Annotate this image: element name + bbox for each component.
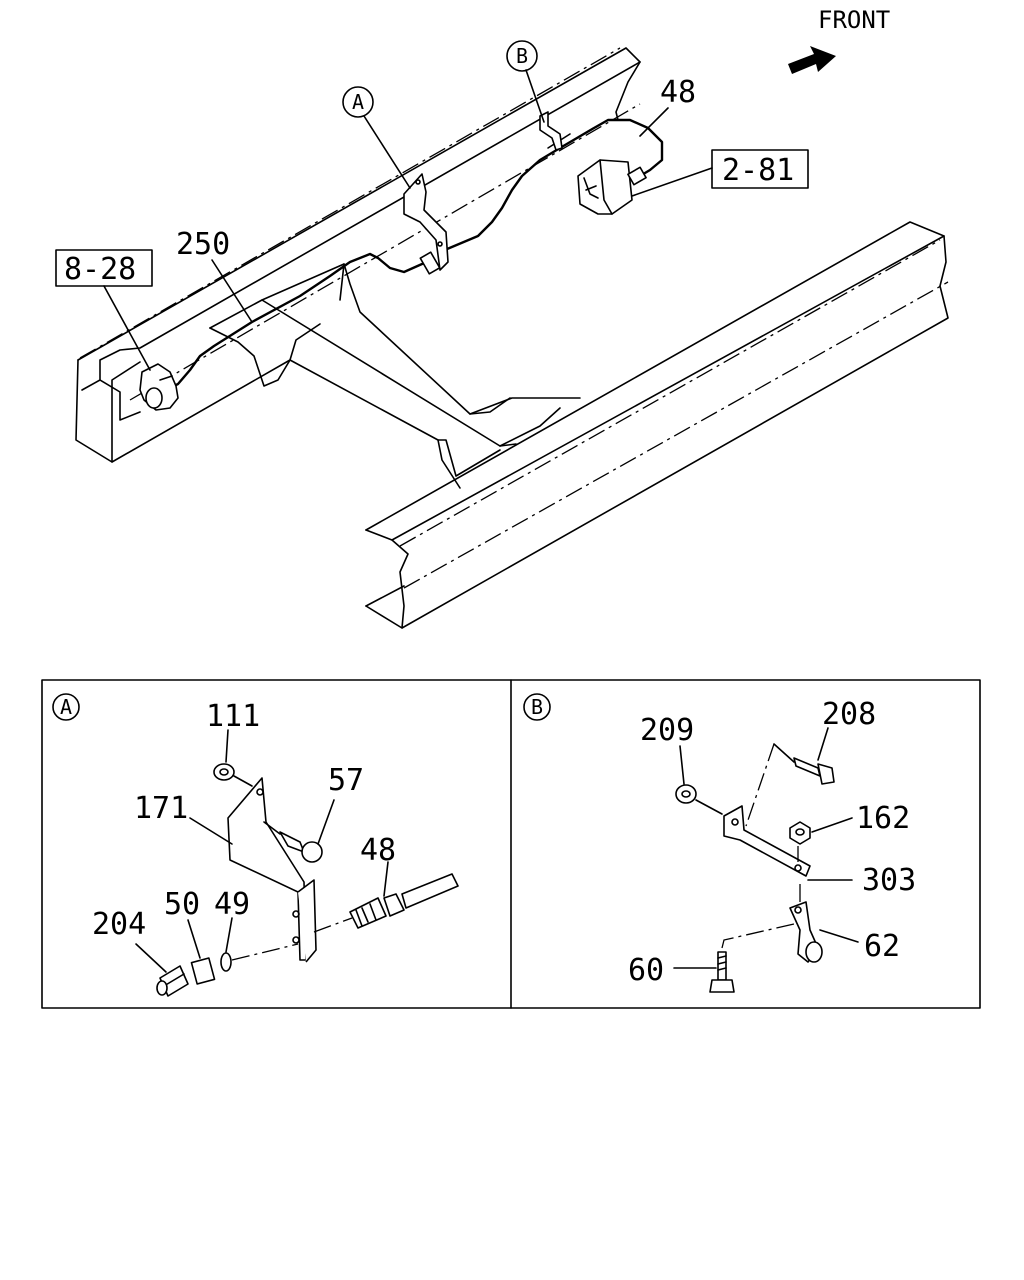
brake-pipe-250 <box>168 252 434 390</box>
main-callouts: A B 48 2-81 250 8-28 <box>55 40 809 371</box>
ref-2-81: 2-81 <box>722 153 794 188</box>
label-250: 250 <box>176 227 230 262</box>
detail-a: A <box>52 693 459 997</box>
brake-pipe-assembly <box>139 111 664 411</box>
label-171: 171 <box>134 791 188 826</box>
detail-a-marker: A <box>60 695 72 719</box>
label-111: 111 <box>206 699 260 734</box>
chassis-frame <box>75 47 949 629</box>
label-303: 303 <box>862 863 916 898</box>
callout-8-28: 8-28 <box>55 249 153 371</box>
brake-pipe-48 <box>438 118 664 254</box>
label-50: 50 <box>164 887 200 922</box>
far-side-rail <box>75 47 641 463</box>
callout-b-marker: B <box>516 44 528 68</box>
front-arrow-icon <box>788 46 836 74</box>
nut-50 <box>187 919 216 985</box>
nut-209 <box>675 745 723 815</box>
detail-panels <box>41 679 981 1009</box>
label-162: 162 <box>856 801 910 836</box>
nut-111 <box>213 729 253 787</box>
clip-62 <box>789 884 859 963</box>
pipe-48-detail <box>313 861 459 933</box>
bracket-171 <box>227 777 317 963</box>
label-209: 209 <box>640 713 694 748</box>
label-204: 204 <box>92 907 146 942</box>
bolt-57 <box>263 799 335 863</box>
label-49: 49 <box>214 887 250 922</box>
cap-nut-204 <box>135 943 189 997</box>
pipe-bracket-a <box>403 173 449 271</box>
detail-b: B <box>523 693 916 993</box>
front-label: FRONT <box>818 6 890 34</box>
callout-48: 48 <box>639 75 696 137</box>
bolt-60 <box>673 923 795 993</box>
callout-b: B <box>506 40 545 123</box>
pipe-union <box>139 363 179 411</box>
pipe-clip-b <box>539 111 563 151</box>
front-indicator: FRONT <box>788 6 890 74</box>
nut-162 <box>789 817 853 862</box>
label-208: 208 <box>822 697 876 732</box>
pipe-connector <box>419 251 441 275</box>
near-side-rail <box>365 221 949 629</box>
detail-b-marker: B <box>531 695 543 719</box>
callout-2-81: 2-81 <box>631 149 809 197</box>
label-48-detail: 48 <box>360 833 396 868</box>
callout-250: 250 <box>176 227 253 323</box>
callout-a: A <box>342 86 411 189</box>
label-62: 62 <box>864 929 900 964</box>
label-60: 60 <box>628 953 664 988</box>
callout-a-marker: A <box>352 90 364 114</box>
label-48: 48 <box>660 75 696 110</box>
bolt-208 <box>745 727 835 827</box>
cross-member <box>209 263 581 489</box>
washer-49 <box>220 917 299 972</box>
bracket-303 <box>723 805 811 877</box>
label-57: 57 <box>328 763 364 798</box>
brake-valve <box>577 159 647 215</box>
ref-8-28: 8-28 <box>64 252 136 287</box>
